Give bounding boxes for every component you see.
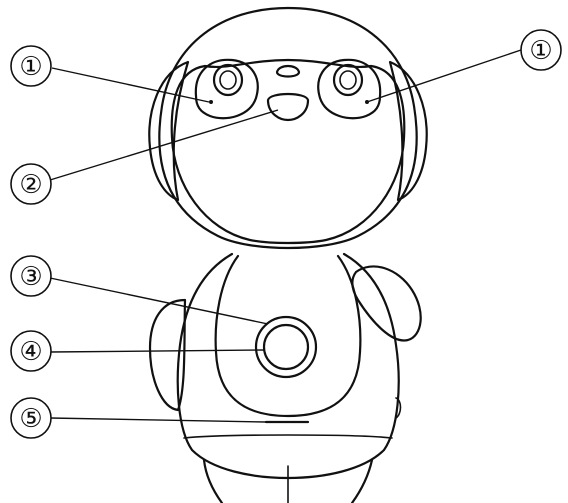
right-ear [388, 60, 428, 202]
nose-bump [275, 64, 301, 78]
callout-marker-3: ③ [10, 255, 52, 297]
button-ring [254, 315, 318, 379]
head-outline [158, 6, 418, 250]
callout-line-3 [49, 277, 269, 325]
right-arm [351, 265, 422, 342]
callout-marker-2: ② [10, 163, 52, 205]
base-band [183, 434, 393, 439]
left-microphone-dot [209, 100, 213, 104]
belly-panel [214, 254, 362, 418]
callout-markers: ① ① ② ③ ④ ⑤ [10, 29, 562, 439]
callout-label: ③ [19, 262, 42, 292]
callout-label: ① [529, 36, 552, 66]
base-feet [202, 458, 374, 503]
left-eye [212, 63, 244, 97]
callout-line-2 [49, 109, 279, 181]
callout-label: ⑤ [19, 404, 42, 434]
callout-label: ① [19, 52, 42, 82]
left-arm [148, 298, 187, 412]
left-ear [148, 60, 190, 202]
right-side-bump [395, 397, 402, 419]
right-eye [332, 63, 364, 97]
callout-marker-1-right: ① [520, 29, 562, 71]
callout-line-4 [49, 349, 265, 353]
callout-label: ② [19, 170, 42, 200]
left-eye-patch [194, 58, 259, 120]
face-plate [170, 58, 406, 245]
callout-marker-4: ④ [10, 330, 52, 372]
center-button [262, 323, 310, 371]
callout-line-1-left [51, 67, 210, 103]
callout-line-5 [49, 417, 267, 423]
right-eye-patch [317, 58, 382, 120]
right-eye-inner [339, 70, 357, 90]
callout-line-1-right [366, 49, 522, 103]
callout-marker-1-left: ① [10, 45, 52, 87]
left-eye-inner [219, 70, 237, 90]
callout-marker-5: ⑤ [10, 397, 52, 439]
callout-lines [49, 49, 522, 423]
nose-sensor [266, 92, 310, 122]
robot-pet-icon [148, 6, 428, 503]
callout-label: ④ [19, 337, 42, 367]
body-outline [176, 252, 400, 480]
